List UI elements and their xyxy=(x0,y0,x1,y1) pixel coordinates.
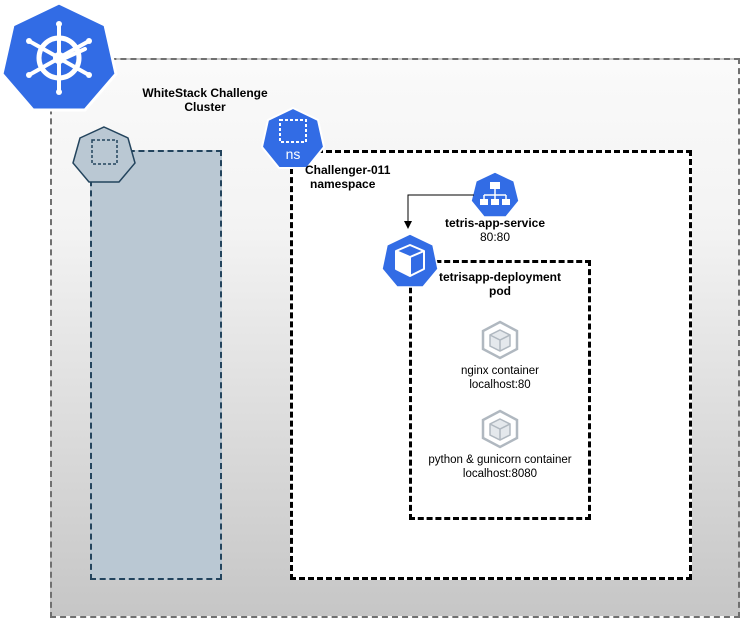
cluster-title-line2: Cluster xyxy=(184,100,226,114)
deployment-icon xyxy=(381,233,439,288)
namespace-badge: ns xyxy=(286,146,301,162)
deployment-label: tetrisapp-deployment pod xyxy=(430,270,570,298)
nginx-container-name: nginx container xyxy=(461,365,539,377)
nginx-container-address: localhost:80 xyxy=(469,379,531,391)
cluster-title-line1: WhiteStack Challenge xyxy=(142,86,268,100)
python-container-label: python & gunicorn container localhost:80… xyxy=(410,453,590,481)
service-icon xyxy=(470,171,520,218)
service-label: tetris-app-service 80:80 xyxy=(430,216,560,244)
nginx-container-icon xyxy=(481,320,519,360)
service-connector-arrow xyxy=(404,194,474,229)
node-boundary xyxy=(90,150,222,580)
kubernetes-logo-icon xyxy=(0,1,118,112)
service-port: 80:80 xyxy=(479,230,511,244)
deployment-title: tetrisapp-deployment xyxy=(438,270,561,284)
cluster-title: WhiteStack Challenge Cluster xyxy=(130,86,280,114)
namespace-title-line1: Challenger-011 xyxy=(305,163,391,177)
service-title: tetris-app-service xyxy=(444,216,546,230)
namespace-icon: ns xyxy=(260,106,326,169)
python-container-name: python & gunicorn container xyxy=(428,454,572,466)
pod-boundary xyxy=(409,260,591,520)
python-container-icon xyxy=(481,409,519,449)
deployment-subtitle: pod xyxy=(489,284,511,298)
namespace-title: Challenger-011 namespace xyxy=(305,163,415,191)
nginx-container-label: nginx container localhost:80 xyxy=(440,364,560,392)
python-container-address: localhost:8080 xyxy=(462,468,538,480)
namespace-title-line2: namespace xyxy=(310,177,376,191)
node-icon xyxy=(72,126,136,183)
